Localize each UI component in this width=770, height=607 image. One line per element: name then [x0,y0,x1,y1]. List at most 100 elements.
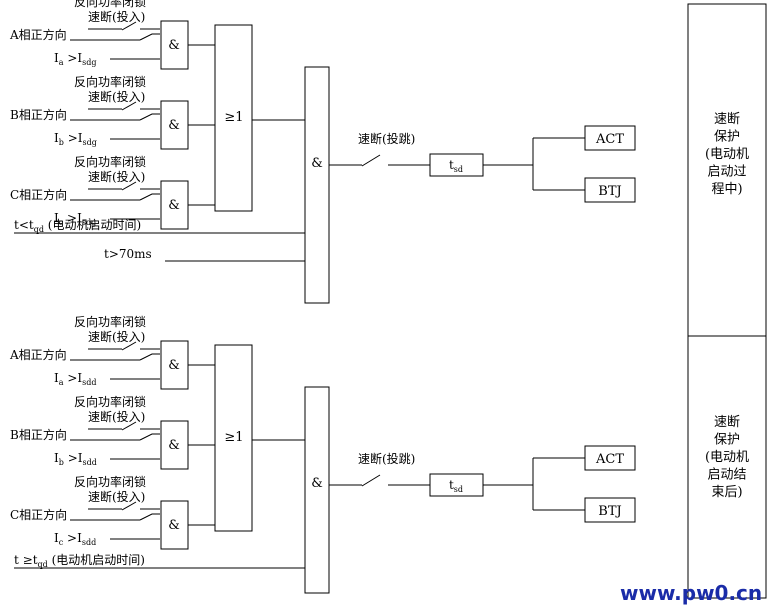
time-symbol: t<t [14,218,34,232]
reverse-power-lock-label: 反向功率闭锁 [74,74,146,89]
phase-forward-label-0: A相正方向 [9,27,67,42]
current-symbol: I [54,371,59,385]
final-and-symbol: & [311,156,323,171]
compare-symbol: >I [63,531,82,545]
phase-group-0-direction-lead [139,353,160,361]
current-subscript: b [59,138,64,147]
current-threshold-label-1: Ib >Isdd [54,451,97,467]
start-time-condition: t ≥tqd (电动机启动时间) [14,553,145,569]
side-panel-text: 保护 [714,433,740,448]
threshold-subscript: sdd [82,538,96,547]
instant-trip-enable-label: 速断(投入) [88,89,145,104]
or-gate-symbol: ≥1 [224,110,243,125]
or-gate-symbol: ≥1 [224,430,243,445]
delay-condition-label: t>70ms [104,247,152,261]
phase-forward-label-0: A相正方向 [9,347,67,362]
timer-symbol: t [449,478,454,492]
reverse-power-lock-label: 反向功率闭锁 [74,314,146,329]
compare-symbol: >I [64,371,83,385]
threshold-subscript: sdg [82,138,96,147]
or-gate [214,24,253,212]
phase-forward-label-2: C相正方向 [10,187,67,202]
trip-switch-blade [361,154,381,167]
reverse-power-lock-label: 反向功率闭锁 [74,394,146,409]
phase-group-1-enable-switch-blade [121,101,137,111]
side-panel-text: 启动结 [707,468,746,483]
and-gate-symbol: & [168,38,180,53]
side-panel-text: 速断 [714,112,740,127]
time-symbol: t ≥t [14,553,38,567]
threshold-subscript: sdd [82,378,96,387]
current-threshold-label-1: Ib >Isdg [54,131,97,147]
phase-group-0-enable-switch-blade [121,341,137,351]
current-symbol: I [54,131,59,145]
start-time-condition: t<tqd (电动机启动时间) [14,218,141,234]
instant-trip-enable-label: 速断(投入) [88,489,145,504]
btj-output-label: BTJ [598,504,621,519]
final-and-gate [304,386,330,594]
side-panel-bottom [687,335,767,599]
and-gate-0 [160,340,189,390]
btj-output-box [584,177,636,203]
current-threshold-label-0: Ia >Isdg [54,51,97,67]
final-and-gate [304,66,330,304]
current-subscript: b [59,458,64,467]
act-output-box [584,125,636,151]
phase-group-2-direction-lead [139,513,160,521]
threshold-subscript: sdg [82,218,96,227]
current-subscript: a [59,58,64,67]
current-threshold-label-0: Ia >Isdd [54,371,97,387]
reverse-power-lock-label: 反向功率闭锁 [74,154,146,169]
act-output-label: ACT [595,132,624,147]
phase-group-0-enable-switch-blade [121,21,137,31]
phase-group-1-direction-lead [139,113,160,121]
side-panel-text: 程中) [711,182,742,197]
instant-trip-enable-label: 速断(投入) [88,169,145,184]
phase-group-1-direction-lead [139,433,160,441]
phase-group-1-enable-switch-blade [121,421,137,431]
and-gate-symbol: & [168,118,180,133]
btj-output-box [584,497,636,523]
site-watermark: www.pw0.cn [620,581,762,605]
phase-group-0-direction-lead [139,33,160,41]
and-gate-2 [160,180,189,230]
and-gate-symbol: & [168,438,180,453]
trip-switch-label: 速断(投跳) [358,131,415,146]
timer-subscript: sd [454,485,463,494]
compare-symbol: >I [64,51,83,65]
qd-subscript: qd [34,225,44,234]
compare-symbol: >I [64,131,83,145]
current-subscript: a [59,378,64,387]
instant-trip-enable-label: 速断(投入) [88,9,145,24]
qd-subscript: qd [38,560,48,569]
instant-trip-enable-label: 速断(投入) [88,329,145,344]
phase-group-2-enable-switch-blade [121,501,137,511]
threshold-subscript: sdg [82,58,96,67]
trip-switch-label: 速断(投跳) [358,451,415,466]
timer-label: tsd [449,158,463,174]
current-threshold-label-2: Ic >Isdg [54,211,96,227]
side-panel-text: (电动机 [705,450,749,465]
current-symbol: I [54,531,59,545]
current-subscript: c [59,538,64,547]
reverse-power-lock-label: 反向功率闭锁 [74,0,146,9]
act-output-label: ACT [595,452,624,467]
reverse-power-lock-label: 反向功率闭锁 [74,474,146,489]
side-panel-text: 启动过 [707,165,746,180]
trip-switch-blade [361,474,381,487]
side-panel-text: 速断 [714,415,740,430]
compare-symbol: >I [63,211,82,225]
or-gate [214,344,253,532]
timer-subscript: sd [454,165,463,174]
phase-group-2-direction-lead [139,193,160,201]
start-time-text: (电动机启动时间) [44,218,141,232]
timer-symbol: t [449,158,454,172]
and-gate-symbol: & [168,518,180,533]
act-output-box [584,445,636,471]
phase-forward-label-2: C相正方向 [10,507,67,522]
phase-forward-label-1: B相正方向 [10,427,67,442]
phase-forward-label-1: B相正方向 [10,107,67,122]
start-time-text: (电动机启动时间) [48,553,145,567]
current-symbol: I [54,451,59,465]
